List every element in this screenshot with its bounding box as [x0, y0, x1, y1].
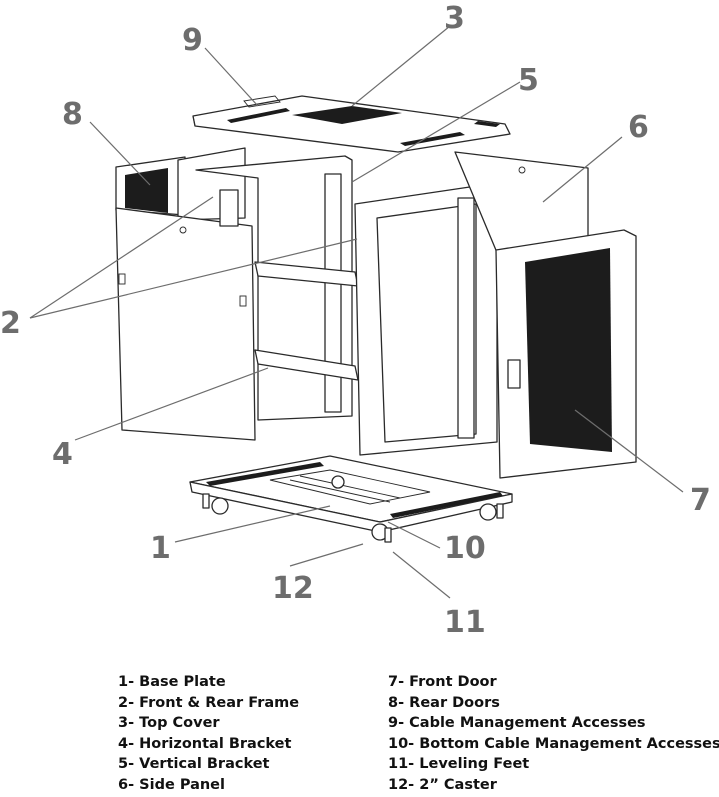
- callout-5: 5: [518, 63, 539, 98]
- callout-8: 8: [62, 97, 83, 132]
- legend-item: 8- Rear Doors: [388, 694, 500, 711]
- callout-4: 4: [52, 437, 73, 472]
- callout-6: 6: [628, 110, 649, 145]
- legend-item: 7- Front Door: [388, 674, 497, 690]
- callout-9: 9: [182, 23, 203, 58]
- legend-right: 7- Front Door 8- Rear Doors 9- Cable Man…: [388, 672, 719, 795]
- leveling-feet: [202, 493, 504, 543]
- legend-item: 4- Horizontal Bracket: [118, 735, 292, 752]
- top-cover: [192, 95, 511, 153]
- legend-item: 6- Side Panel: [118, 776, 225, 793]
- callout-10: 10: [444, 531, 486, 566]
- callout-1: 1: [150, 531, 171, 566]
- left-side-panel: [115, 207, 256, 441]
- legend-item: 5- Vertical Bracket: [118, 756, 270, 772]
- legend-item: 12- 2” Caster: [388, 776, 497, 793]
- casters: [211, 475, 497, 541]
- base-plate: [189, 455, 513, 533]
- legend-left: 1- Base Plate 2- Front & Rear Frame 3- T…: [118, 672, 299, 795]
- leader-lines: [29, 25, 684, 599]
- exploded-cabinet-diagram: 1 2 3 4 5 6 7 8 9 10 11 12: [0, 1, 711, 640]
- callout-11: 11: [444, 605, 486, 640]
- rear-frame: [195, 155, 353, 421]
- callout-3: 3: [444, 1, 465, 36]
- front-frame: [354, 183, 498, 456]
- legend-item: 9- Cable Management Accesses: [388, 715, 646, 731]
- legend-item: 1- Base Plate: [118, 674, 226, 690]
- legend-item: 3- Top Cover: [118, 715, 220, 731]
- legend-item: 2- Front & Rear Frame: [118, 694, 300, 711]
- legend-item: 10- Bottom Cable Management Accesses: [388, 735, 719, 752]
- front-door: [495, 229, 637, 479]
- callout-7: 7: [690, 483, 711, 518]
- legend-item: 11- Leveling Feet: [388, 756, 530, 772]
- callout-2: 2: [0, 306, 21, 341]
- callout-12: 12: [272, 571, 314, 606]
